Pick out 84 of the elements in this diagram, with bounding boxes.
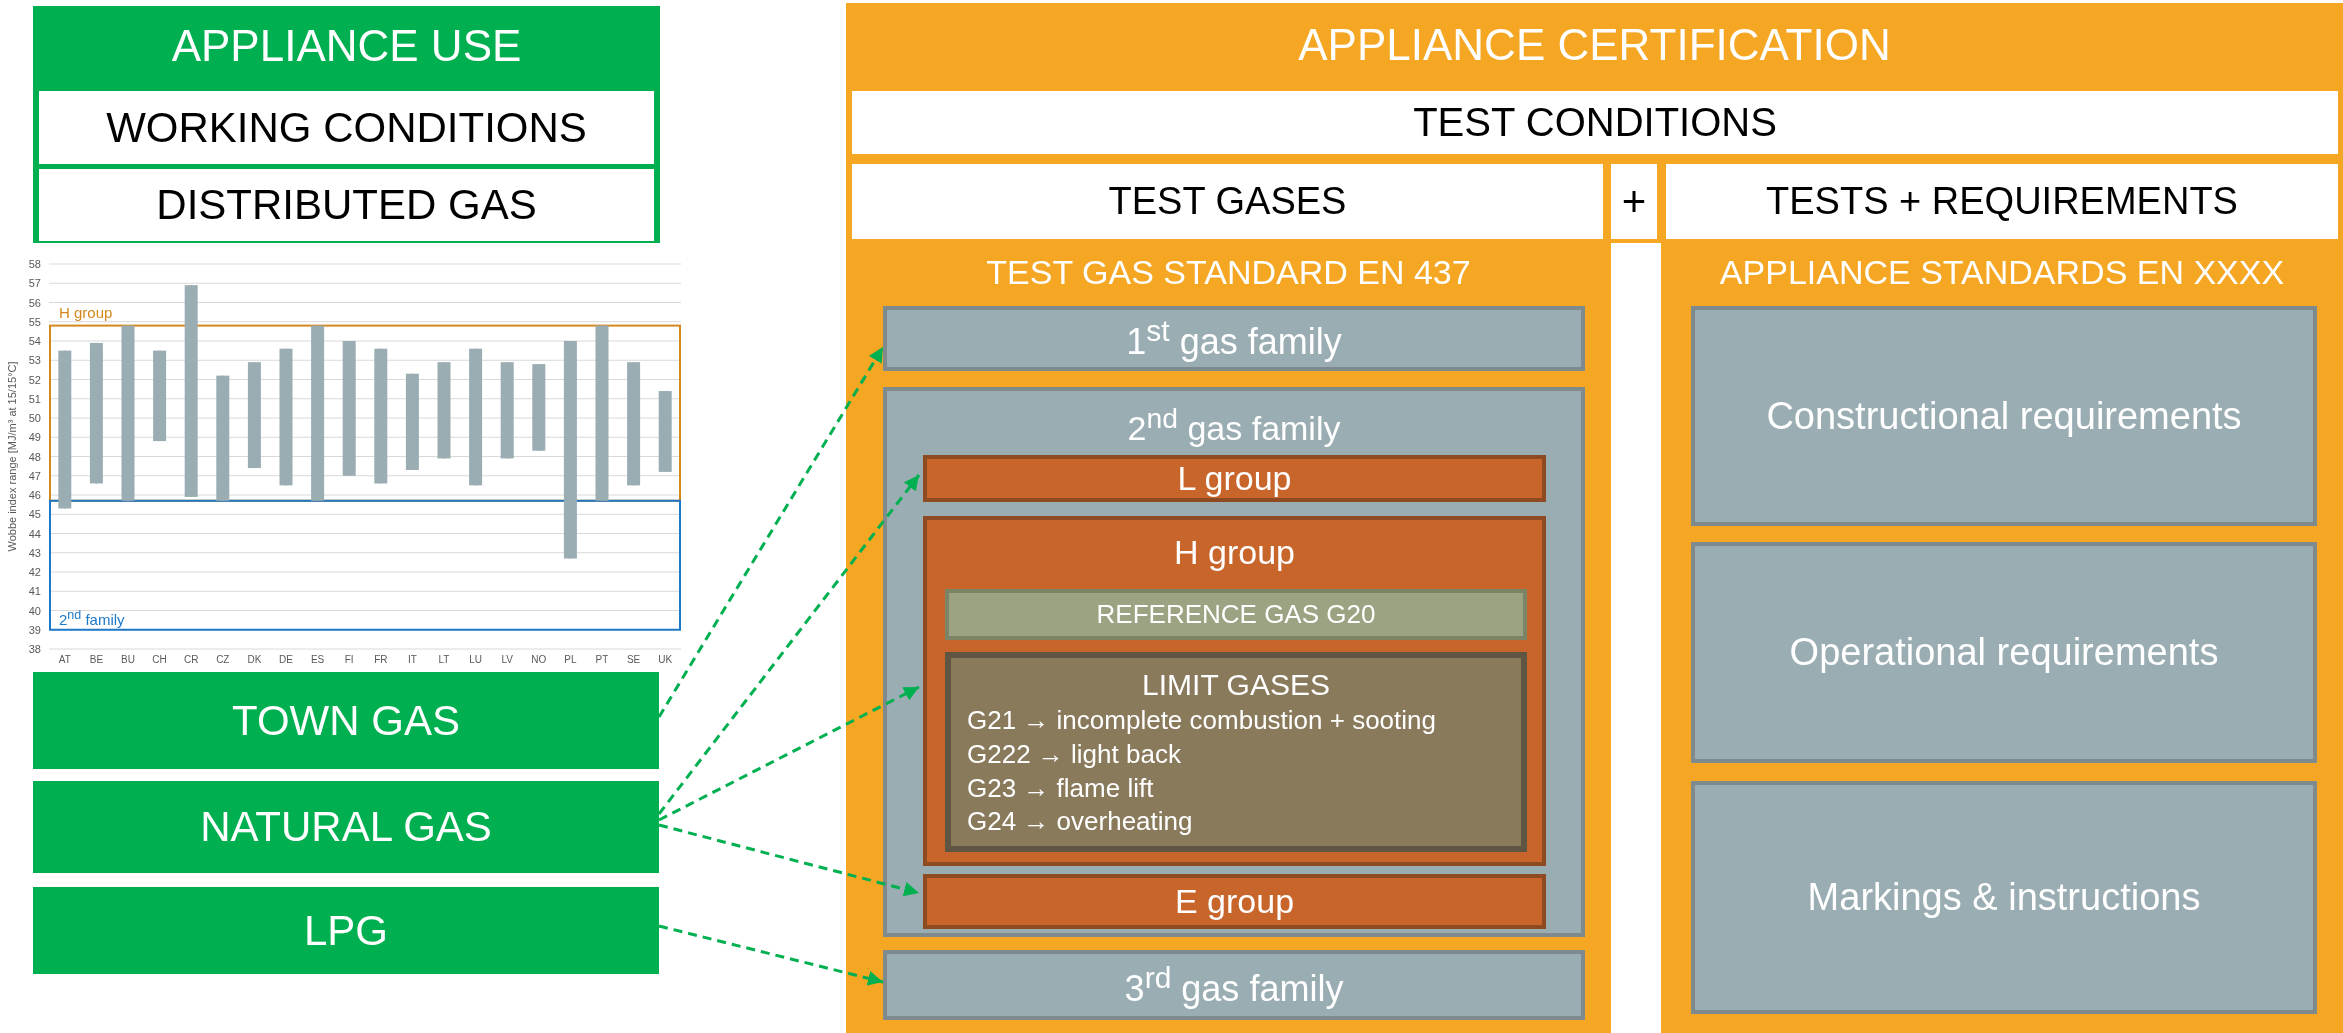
heading: H group <box>1173 532 1296 572</box>
list-item: G24 → overheating <box>967 805 1194 839</box>
axis-tick-label: DK <box>247 654 262 665</box>
heading: 2$^{nd}$ gas family <box>1126 401 1342 448</box>
label-box: DISTRIBUTED GAS <box>39 169 654 241</box>
axis-tick-label: 55 <box>28 315 41 328</box>
label-box: TEST GASES <box>852 164 1603 239</box>
column-panel <box>1661 243 2343 1033</box>
axis-tick-label: DE <box>279 654 293 665</box>
category-box: 3$^{rd}$ gas family <box>883 950 1585 1020</box>
axis-tick-label: ES <box>310 654 325 665</box>
axis-tick-label: AT <box>58 654 71 665</box>
category-box: Operational requirements <box>1691 542 2317 763</box>
group-box: L group <box>923 455 1546 502</box>
axis-tick-label: BU <box>121 654 135 665</box>
axis-tick-label: 41 <box>28 585 41 598</box>
axis-tick-label: FI <box>344 654 354 665</box>
range-label: 2$^{nd}$ family <box>59 607 125 628</box>
category-box: NATURAL GAS <box>33 781 659 873</box>
heading: APPLIANCE USE <box>170 20 523 71</box>
axis-tick-label: 51 <box>28 392 41 405</box>
label-box: TESTS + REQUIREMENTS <box>1666 164 2338 239</box>
heading: LIMIT GASES <box>1141 666 1331 703</box>
category-box: Constructional requirements <box>1691 306 2317 526</box>
axis-tick-label: IT <box>407 654 417 665</box>
axis-tick-label: CZ <box>216 654 230 665</box>
axis-tick-label: 38 <box>28 643 41 655</box>
axis-tick-label: 42 <box>28 566 41 578</box>
axis-tick-label: LT <box>438 654 450 665</box>
heading: APPLIANCE CERTIFICATION <box>1297 19 1892 70</box>
group-box <box>923 516 1546 866</box>
axis-tick-label: 53 <box>28 354 41 367</box>
axis-tick-label: NO <box>531 654 547 665</box>
family-panel <box>883 387 1585 937</box>
label-box: WORKING CONDITIONS <box>39 91 654 164</box>
axis-tick-label: PT <box>595 654 609 665</box>
axis-tick-label: 54 <box>28 335 41 347</box>
axis-tick-label: CR <box>183 654 199 665</box>
axis-tick-label: 49 <box>28 431 41 444</box>
axis-tick-label: LU <box>469 654 482 665</box>
category-box: TOWN GAS <box>33 672 659 769</box>
axis-tick-label: 40 <box>28 604 41 617</box>
axis-tick-label: BE <box>89 654 104 665</box>
axis-title: Wobbe index range [MJ/m³ at 15/15°C] <box>6 361 18 552</box>
section-panel <box>846 3 2343 1033</box>
axis-tick-label: 47 <box>28 469 41 482</box>
axis-tick-label: 52 <box>28 373 41 386</box>
axis-tick-label: 50 <box>28 412 41 424</box>
axis-tick-label: LV <box>501 654 513 665</box>
axis-tick-label: 43 <box>28 546 41 559</box>
axis-tick-label: UK <box>658 654 673 665</box>
axis-tick-label: 46 <box>28 489 41 501</box>
gas-box: REFERENCE GAS G20 <box>945 589 1527 640</box>
dashed-arrow <box>657 346 885 718</box>
dashed-arrow <box>657 474 921 815</box>
label-box: + <box>1611 164 1657 239</box>
axis-tick-label: CH <box>152 654 167 665</box>
category-box: Markings & instructions <box>1691 781 2317 1014</box>
category-box: LPG <box>33 887 659 974</box>
column-panel <box>846 243 1611 1033</box>
dashed-arrow <box>658 823 920 897</box>
list-item: G222 → light back <box>967 737 1182 771</box>
axis-tick-label: SE <box>626 654 641 665</box>
heading: TEST GAS STANDARD EN 437 <box>985 252 1472 292</box>
axis-tick-label: 45 <box>28 508 41 521</box>
heading: APPLIANCE STANDARDS EN XXXX <box>1718 252 2286 292</box>
axis-tick-label: 44 <box>28 527 41 540</box>
range-label: H group <box>59 303 113 321</box>
axis-tick-label: 58 <box>28 258 41 270</box>
list-item: G23 → flame lift <box>967 771 1155 805</box>
list-item: G21 → incomplete combustion + sooting <box>967 703 1437 737</box>
axis-tick-label: 56 <box>28 296 41 309</box>
axis-tick-label: 48 <box>28 450 41 463</box>
dashed-arrow <box>658 924 884 986</box>
group-box: E group <box>923 874 1546 929</box>
axis-tick-label: 39 <box>28 623 41 636</box>
label-box: TEST CONDITIONS <box>852 91 2338 154</box>
family-panel <box>33 6 660 243</box>
gas-box <box>945 652 1527 852</box>
category-box: 1$^{st}$ gas family <box>883 306 1585 371</box>
axis-tick-label: PL <box>564 654 577 665</box>
axis-tick-label: FR <box>374 654 388 665</box>
axis-tick-label: 57 <box>28 277 41 290</box>
dashed-arrow <box>658 685 920 822</box>
